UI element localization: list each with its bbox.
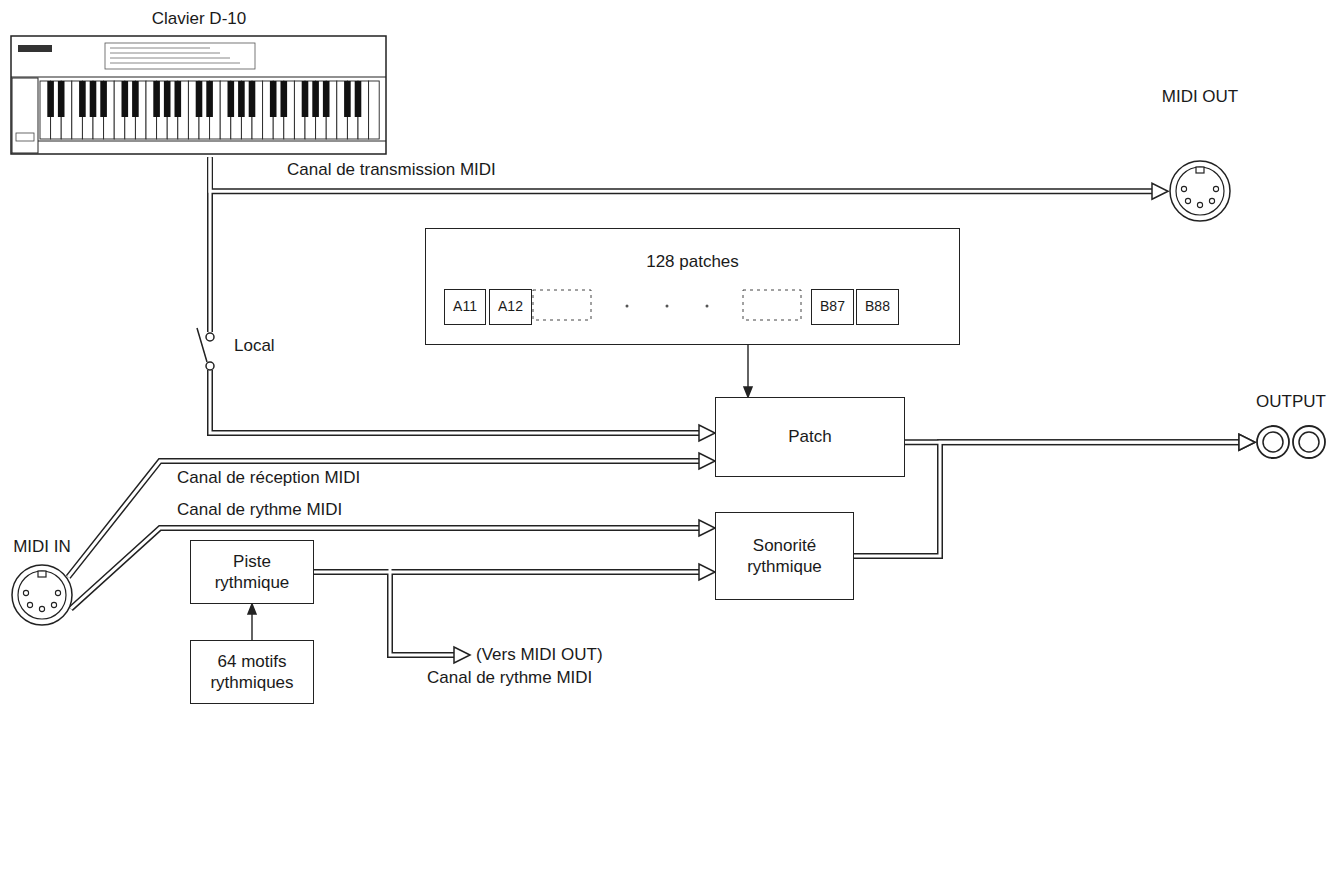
midi-socket-node: MIDI IN <box>6 536 78 627</box>
channel-label: Canal de réception MIDI <box>175 468 362 488</box>
connector-group <box>68 157 1242 640</box>
node-text: Patch <box>788 426 831 447</box>
connector-group <box>68 157 1242 608</box>
process-box: 64 motifs rythmiques <box>190 640 314 704</box>
arrowhead <box>699 564 715 580</box>
connector-core <box>71 528 702 609</box>
connector-core <box>854 442 1242 556</box>
connector-outline <box>71 528 702 609</box>
process-box: Sonorité rythmique <box>715 512 854 600</box>
diagram-label: (Vers MIDI OUT) <box>474 645 605 665</box>
arrowhead <box>699 520 715 536</box>
node-text: B87 <box>820 298 845 316</box>
arrowhead <box>1152 183 1168 199</box>
patch-slot-box: A11 <box>444 289 486 325</box>
connector-outline <box>210 157 1155 191</box>
channel-label: Canal de transmission MIDI <box>285 160 498 180</box>
connector-line <box>747 345 748 390</box>
output-jacks <box>1255 424 1327 460</box>
patch-slot-box: B88 <box>856 289 899 325</box>
node-text: A12 <box>498 298 523 316</box>
connector-outline <box>314 569 702 575</box>
node-text: Piste rythmique <box>197 551 307 594</box>
arrowhead <box>1239 434 1255 450</box>
connector-outline <box>854 442 1242 556</box>
node-text: MIDI OUT <box>1162 86 1239 107</box>
connector-outline <box>68 461 702 577</box>
connector-outline <box>210 157 702 433</box>
arrowhead <box>699 453 715 469</box>
arrowhead <box>744 387 752 397</box>
diagram-label: Canal de rythme MIDI <box>425 668 594 688</box>
process-box: Patch <box>715 397 905 477</box>
arrowhead <box>248 604 256 614</box>
node-text: A11 <box>453 298 477 316</box>
arrowhead <box>699 425 715 441</box>
output-node: OUTPUT <box>1254 391 1328 460</box>
ellipsis-dots <box>626 305 709 308</box>
connector-line <box>251 611 252 640</box>
keyboard-illustration <box>10 35 388 157</box>
connector-core <box>210 157 1155 191</box>
node-text: 64 motifs rythmiques <box>197 651 307 694</box>
node-text: Sonorité rythmique <box>722 535 847 578</box>
midi-socket-node: MIDI OUT <box>1156 86 1244 223</box>
process-box: Piste rythmique <box>190 540 314 604</box>
node-text: B88 <box>865 298 890 316</box>
midi-din-socket <box>10 563 74 627</box>
node-text: MIDI IN <box>13 536 71 557</box>
node-text: Clavier D-10 <box>152 8 246 29</box>
patch-placeholders <box>533 290 801 320</box>
midi-out-branch <box>390 569 470 663</box>
node-text: 128 patches <box>646 251 739 272</box>
midi-din-socket <box>1168 159 1232 223</box>
diagram-label: Local <box>232 336 277 356</box>
channel-label: Canal de rythme MIDI <box>175 500 344 520</box>
node-text: OUTPUT <box>1256 391 1326 412</box>
patch-slot-box: A12 <box>489 289 532 325</box>
connector-core <box>210 157 702 433</box>
arrowhead <box>1239 434 1255 450</box>
patch-bank-box: 128 patchesA11 A12 B87 B88 <box>425 228 960 345</box>
keyboard-node: Clavier D-10 <box>10 8 388 157</box>
connector-group <box>248 183 1255 614</box>
connector-core <box>314 571 702 574</box>
connector-core <box>68 461 702 577</box>
patch-slot-box: B87 <box>811 289 854 325</box>
local-switch <box>197 328 214 370</box>
